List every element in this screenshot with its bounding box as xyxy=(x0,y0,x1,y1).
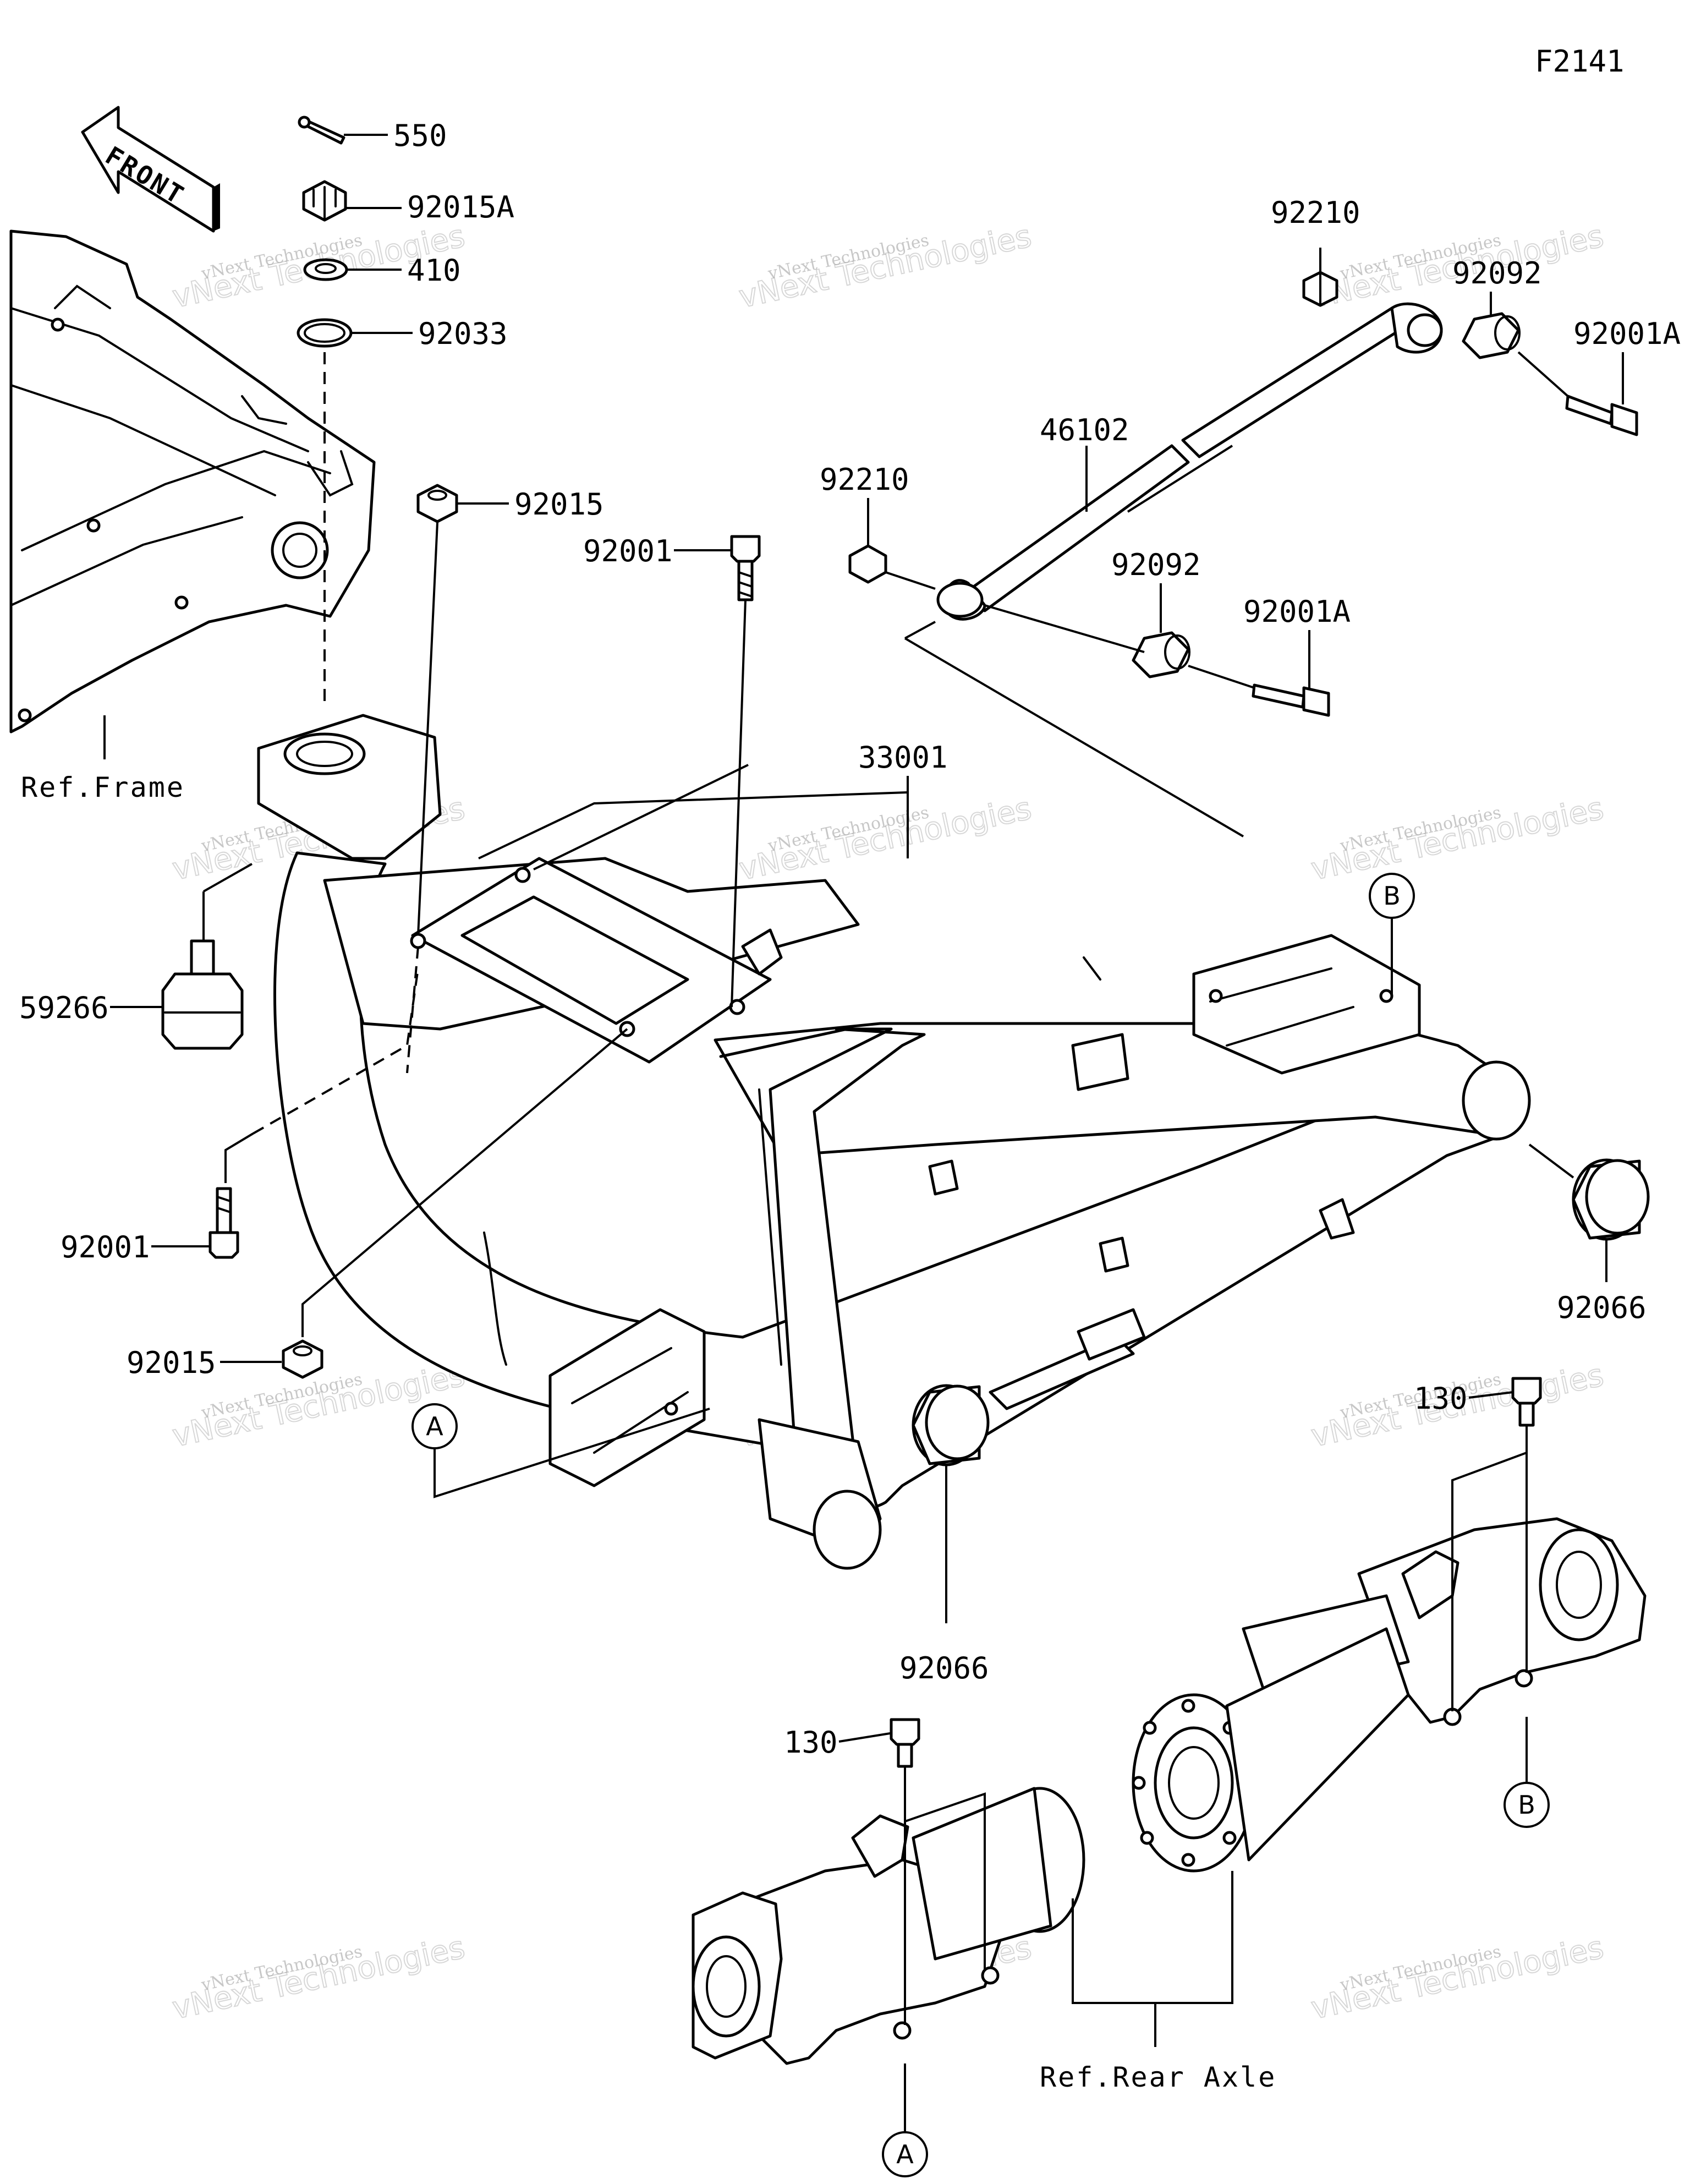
bolt-92001-lower-icon xyxy=(208,1187,239,1259)
leader-line xyxy=(1528,1143,1574,1179)
callout-label: A xyxy=(896,2139,914,2169)
part-label-92001A-upper: 92001A xyxy=(1573,316,1681,351)
bolt-92001A-upper-icon xyxy=(1565,395,1638,436)
leader-line xyxy=(731,599,747,1008)
part-label-92015-upper: 92015 xyxy=(514,487,604,522)
part-label-410: 410 xyxy=(407,253,461,288)
leader-line xyxy=(202,863,253,941)
callout-label: A xyxy=(426,1411,443,1441)
leader-line xyxy=(1188,665,1255,689)
leader-line xyxy=(1451,1425,1528,1711)
leader-line xyxy=(885,571,936,590)
leader-line xyxy=(1127,445,1233,513)
cotter-pin-550-icon xyxy=(298,116,345,145)
callout-b-bottom: B xyxy=(1504,1782,1550,1828)
leader-line xyxy=(301,1028,628,1337)
end-cap-92066-left-icon xyxy=(912,1384,990,1466)
bushing-92092-upper-icon xyxy=(1462,312,1521,359)
callout-b-top: B xyxy=(1369,873,1415,919)
washer-410-icon xyxy=(303,258,348,281)
assembly-line xyxy=(253,968,419,1135)
bump-stop-59266-icon xyxy=(161,939,244,1050)
bolt-130-lower-icon xyxy=(890,1718,920,1768)
part-label-92001A-lower: 92001A xyxy=(1243,594,1351,629)
part-label-59266: 59266 xyxy=(19,990,109,1025)
end-cap-92066-right-icon xyxy=(1572,1158,1650,1241)
part-label-92066-right: 92066 xyxy=(1557,1290,1647,1325)
leader-line xyxy=(434,1408,710,1498)
bushing-92092-lower-icon xyxy=(1132,631,1190,678)
part-label-92015-lower: 92015 xyxy=(127,1345,216,1380)
bolt-92001A-lower-icon xyxy=(1252,683,1330,717)
circlip-92033-icon xyxy=(297,318,353,348)
part-label-550: 550 xyxy=(393,118,447,153)
torque-link-46102-icon xyxy=(936,302,1443,621)
leader-line xyxy=(224,1132,254,1183)
callout-label: B xyxy=(1383,881,1401,911)
callout-a-top: A xyxy=(411,1403,458,1449)
leader-line xyxy=(478,791,909,860)
nut-92015-upper-icon xyxy=(416,484,458,523)
bolt-92001-upper-icon xyxy=(730,535,761,601)
part-label-92210-lower: 92210 xyxy=(820,462,909,497)
watermark: vNext Technologies vNext Technologies xyxy=(736,218,1035,316)
diagram-code: F2141 xyxy=(1535,44,1625,79)
callout-label: B xyxy=(1518,1790,1535,1820)
leader-line xyxy=(417,522,438,936)
part-label-46102: 46102 xyxy=(1040,413,1129,447)
leader-line xyxy=(1468,1391,1513,1399)
part-label-92092-lower: 92092 xyxy=(1111,548,1201,582)
assembly-line xyxy=(406,946,419,1074)
ref-rear-axle-label: Ref.Rear Axle xyxy=(1040,2061,1276,2093)
part-label-92033: 92033 xyxy=(418,316,508,351)
leader-line xyxy=(904,621,1244,838)
watermark: vNext Technologies vNext Technologies xyxy=(1308,790,1607,888)
leader-line xyxy=(904,1766,986,1970)
part-label-92210-upper: 92210 xyxy=(1271,195,1360,230)
part-label-33001: 33001 xyxy=(858,740,948,775)
part-label-130-upper: 130 xyxy=(1414,1381,1468,1416)
axle-bracket-lower-icon xyxy=(692,1787,1085,2065)
leader-line xyxy=(984,604,1145,653)
part-label-92092-upper: 92092 xyxy=(1452,256,1542,291)
castle-nut-92015A-icon xyxy=(302,180,347,222)
part-label-92015A: 92015A xyxy=(407,190,514,225)
leader-line xyxy=(838,1732,891,1743)
watermark: vNext Technologies vNext Technologies xyxy=(1308,1929,1607,2027)
watermark: vNext Technologies vNext Technologies xyxy=(169,1929,469,2027)
bolt-130-upper-icon xyxy=(1511,1377,1542,1427)
callout-a-bottom: A xyxy=(882,2131,928,2177)
nut-92015-lower-icon xyxy=(282,1339,323,1379)
part-label-92001-upper: 92001 xyxy=(583,534,673,568)
swingarm-body xyxy=(257,714,1531,1570)
leader-line xyxy=(533,764,749,871)
part-label-92001-lower: 92001 xyxy=(61,1230,150,1265)
leader-line xyxy=(1517,351,1569,397)
nut-92210-lower-icon xyxy=(848,544,887,584)
front-arrow-icon: FRONT xyxy=(81,106,220,233)
frame-reference-drawing xyxy=(9,229,376,759)
part-label-92066-left: 92066 xyxy=(899,1651,989,1685)
rear-axle-hub-icon xyxy=(1132,1627,1410,1873)
leader-line xyxy=(1072,1871,1233,2004)
part-label-130-lower: 130 xyxy=(784,1725,838,1760)
ref-frame-label: Ref.Frame xyxy=(21,771,185,803)
